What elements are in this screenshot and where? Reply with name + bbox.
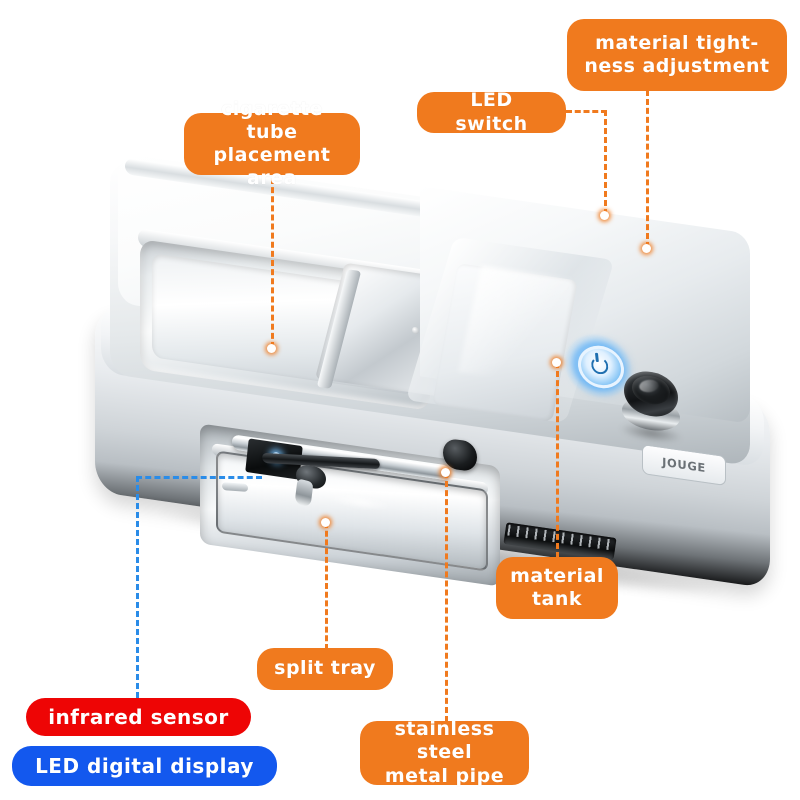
callout-label: infrared sensor	[48, 704, 229, 729]
callout-label: material tight- ness adjustment	[584, 31, 770, 77]
callout-led-digital-display[interactable]: LED digital display	[12, 746, 277, 786]
brand-name: JOUGE	[662, 454, 706, 476]
callout-led-switch[interactable]: LED switch	[417, 89, 566, 135]
callout-label: LED switch	[455, 89, 528, 135]
body-screw	[412, 326, 419, 335]
leader-endpoint-cigarette-tube	[267, 344, 276, 353]
callout-split-tray[interactable]: split tray	[257, 648, 393, 690]
leader-led-switch-vertical	[604, 110, 607, 215]
leader-split-tray	[325, 522, 328, 650]
leader-led-switch-horizontal	[566, 110, 607, 113]
product-illustration: JOUGE	[0, 150, 800, 650]
leader-endpoint-material-tightness	[642, 244, 651, 253]
callout-infrared-sensor[interactable]: infrared sensor	[26, 698, 251, 736]
callout-label: cigarette tube placement area	[213, 97, 331, 190]
leader-endpoint-material-tank	[552, 358, 561, 367]
leader-endpoint-split-tray	[321, 518, 330, 527]
callout-material-tank[interactable]: material tank	[496, 557, 618, 619]
leader-material-tightness	[646, 90, 649, 248]
callout-stainless-steel-metal-pipe[interactable]: stainless steel metal pipe	[360, 718, 529, 787]
leader-infrared-vertical	[136, 476, 139, 698]
callout-label: stainless steel metal pipe	[384, 718, 505, 787]
leader-infrared-horizontal	[136, 476, 262, 479]
leader-material-tank	[556, 362, 559, 558]
leader-endpoint-metal-pipe	[441, 468, 450, 477]
leader-metal-pipe	[445, 472, 448, 722]
callout-label: split tray	[274, 657, 376, 680]
callout-label: material tank	[510, 564, 604, 610]
callout-cigarette-tube-placement-area[interactable]: cigarette tube placement area	[184, 98, 360, 189]
leader-cigarette-tube	[271, 178, 274, 348]
power-icon	[589, 352, 606, 375]
callout-material-tightness-adjustment[interactable]: material tight- ness adjustment	[567, 19, 787, 91]
leader-endpoint-led-switch	[600, 211, 609, 220]
callout-label: LED digital display	[35, 753, 254, 778]
